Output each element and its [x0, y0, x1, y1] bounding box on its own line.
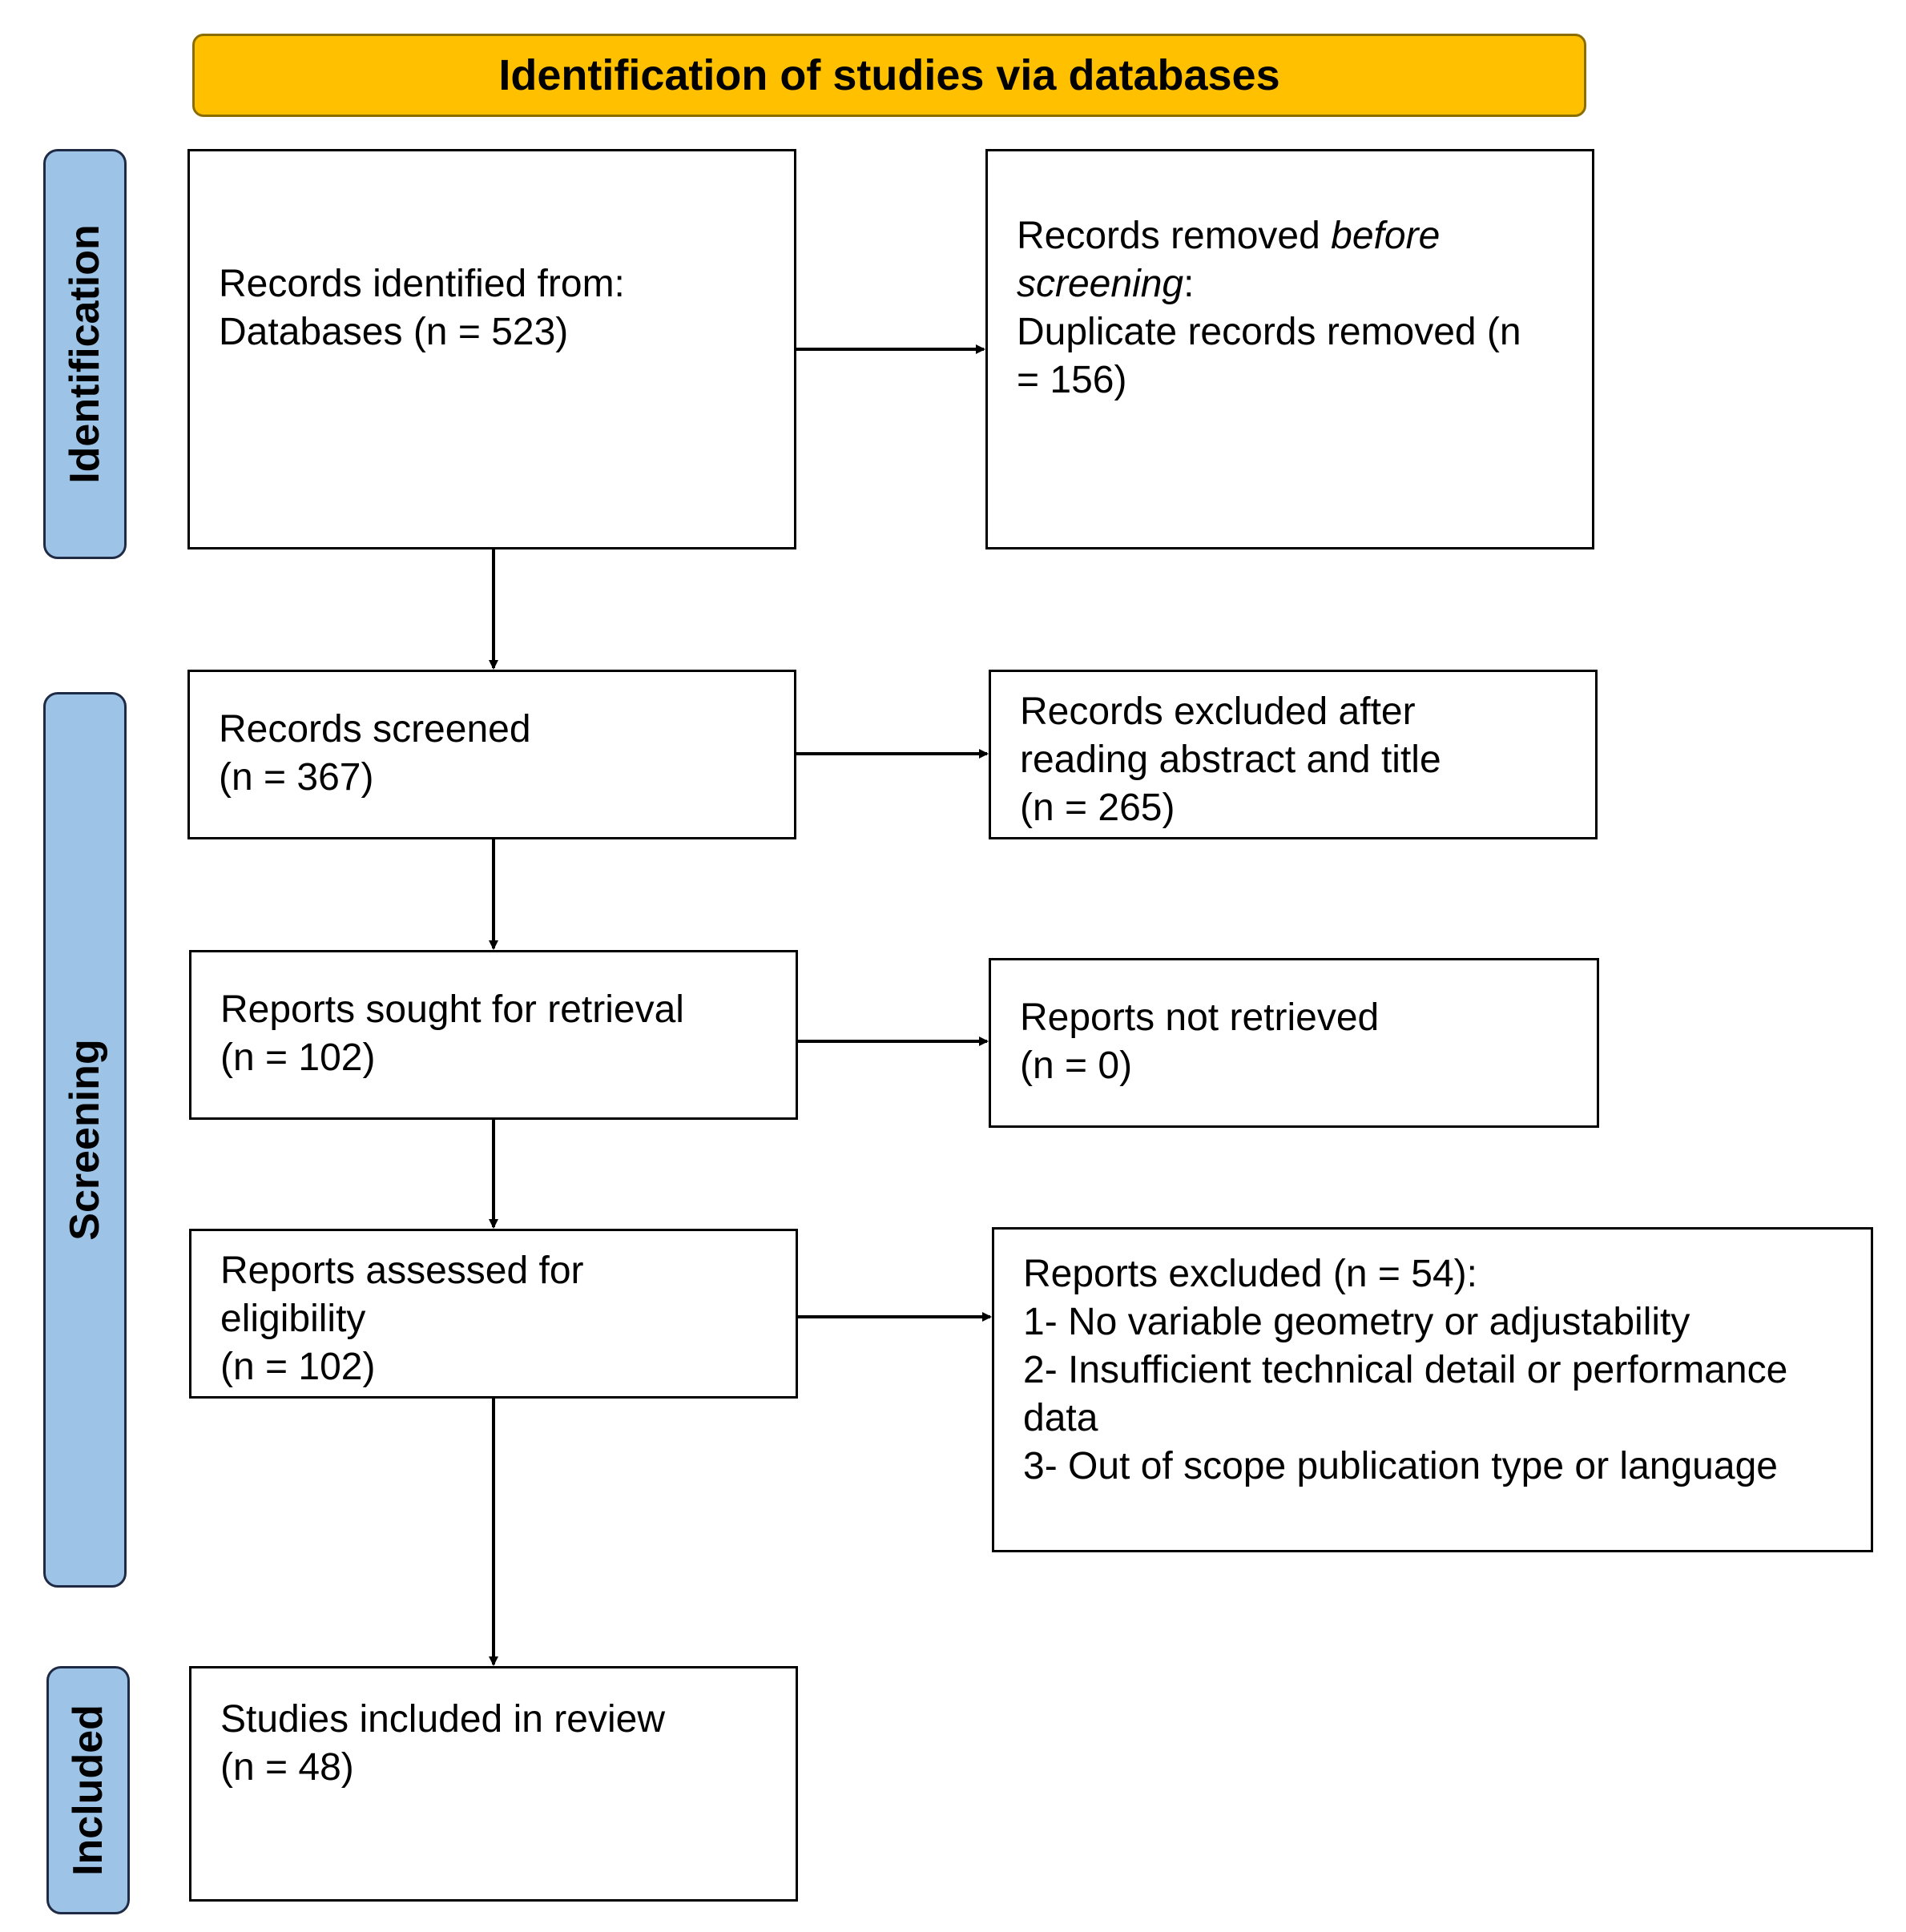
box-records-excluded: Records excluded after reading abstract …: [989, 670, 1598, 839]
records-removed-heading-italic: before: [1331, 215, 1441, 257]
records-excluded-label: Records excluded after: [1020, 690, 1416, 733]
records-excluded-count: (n = 265): [1020, 787, 1175, 829]
reports-excluded-reason-1: 1- No variable geometry or adjustability: [1023, 1301, 1690, 1343]
records-removed-heading-cont: screening:: [1017, 260, 1570, 308]
records-removed-colon: :: [1183, 263, 1195, 305]
reports-not-retrieved-count: (n = 0): [1020, 1044, 1133, 1087]
studies-included-count: (n = 48): [220, 1746, 354, 1789]
reports-assessed-label-cont: eligibility: [220, 1298, 366, 1340]
box-reports-sought: Reports sought for retrieval (n = 102): [189, 950, 798, 1120]
records-identified-label: Records identified from:: [219, 263, 625, 305]
reports-excluded-reason-2: 2- Insufficient technical detail or perf…: [1023, 1349, 1788, 1391]
stage-label-identification: Identification: [43, 149, 127, 559]
records-removed-heading-plain: Records removed: [1017, 215, 1332, 257]
studies-included-label: Studies included in review: [220, 1698, 665, 1741]
records-removed-heading: Records removed before: [1017, 212, 1570, 260]
box-studies-included: Studies included in review (n = 48): [189, 1666, 798, 1902]
reports-not-retrieved-label: Reports not retrieved: [1020, 996, 1380, 1039]
records-screened-label: Records screened: [219, 708, 531, 751]
records-excluded-reason: reading abstract and title: [1020, 739, 1441, 781]
box-reports-excluded: Reports excluded (n = 54): 1- No variabl…: [992, 1227, 1873, 1552]
records-removed-screening-italic: screening: [1017, 263, 1184, 305]
stage-label-included: Included: [46, 1666, 130, 1914]
box-reports-not-retrieved: Reports not retrieved (n = 0): [989, 958, 1599, 1128]
header-banner: Identification of studies via databases: [192, 34, 1586, 117]
reports-assessed-label: Reports assessed for: [220, 1250, 584, 1292]
reports-sought-label: Reports sought for retrieval: [220, 988, 684, 1031]
stage-label-screening: Screening: [43, 692, 127, 1588]
box-records-identified: Records identified from: Databases (n = …: [187, 149, 796, 549]
records-removed-duplicates: Duplicate records removed (n: [1017, 311, 1521, 353]
reports-assessed-count: (n = 102): [220, 1346, 376, 1388]
reports-sought-count: (n = 102): [220, 1036, 376, 1079]
box-reports-assessed: Reports assessed for eligibility (n = 10…: [189, 1229, 798, 1399]
records-screened-count: (n = 367): [219, 756, 374, 799]
box-records-screened: Records screened (n = 367): [187, 670, 796, 839]
records-removed-count: = 156): [1017, 359, 1127, 401]
reports-excluded-label: Reports excluded (n = 54):: [1023, 1253, 1477, 1295]
reports-excluded-reason-3: 3- Out of scope publication type or lang…: [1023, 1445, 1778, 1487]
header-title: Identification of studies via databases: [498, 51, 1280, 99]
box-records-removed: Records removed before screening: Duplic…: [985, 149, 1594, 549]
reports-excluded-reason-2-cont: data: [1023, 1397, 1098, 1439]
records-identified-count: Databases (n = 523): [219, 311, 569, 353]
